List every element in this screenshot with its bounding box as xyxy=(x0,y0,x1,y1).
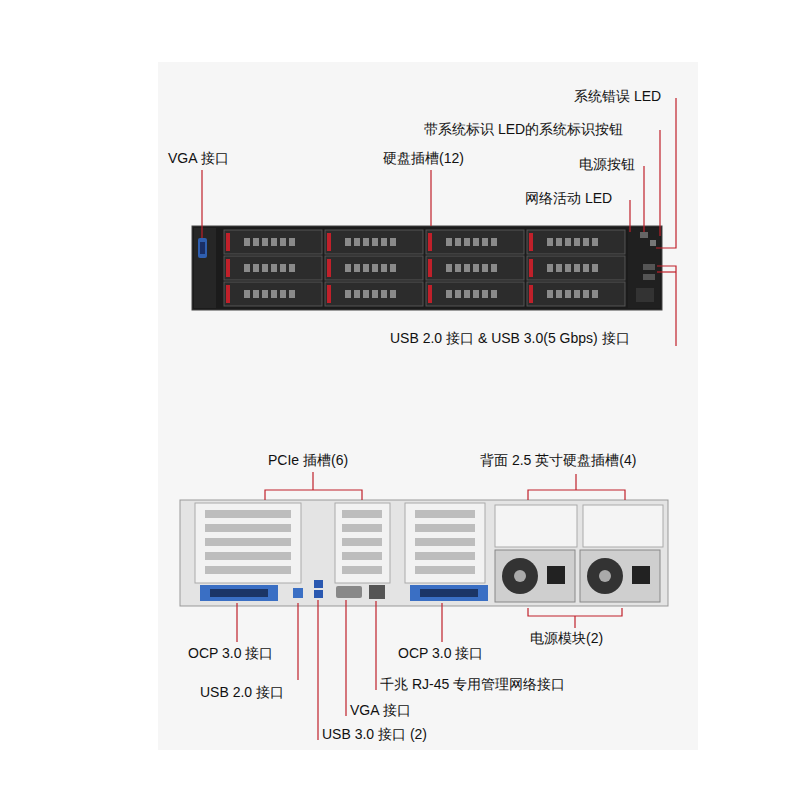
psu-label: 电源模块(2) xyxy=(530,630,603,646)
port-label: 千兆 RJ-45 专用管理网络接口 xyxy=(380,676,565,692)
bay-label: 背面 2.5 英寸硬盘插槽(4) xyxy=(480,452,636,468)
slot-label: PCIe 插槽(6) xyxy=(268,452,348,468)
port-label: VGA 接口 xyxy=(350,702,411,718)
button-label: 带系统标识 LED的系统标识按钮 xyxy=(424,121,623,137)
port-label: USB 2.0 接口 xyxy=(200,684,284,700)
led-label: 网络活动 LED xyxy=(525,190,612,206)
port-label: OCP 3.0 接口 xyxy=(188,645,273,661)
button-label: 电源按钮 xyxy=(579,156,635,172)
bay-label: 硬盘插槽(12) xyxy=(383,150,464,166)
port-label: USB 2.0 接口 & USB 3.0(5 Gbps) 接口 xyxy=(390,330,630,346)
port-label: OCP 3.0 接口 xyxy=(398,645,483,661)
port-label: VGA 接口 xyxy=(168,150,229,166)
led-label: 系统错误 LED xyxy=(574,88,661,104)
port-label: USB 3.0 接口 (2) xyxy=(322,726,427,742)
